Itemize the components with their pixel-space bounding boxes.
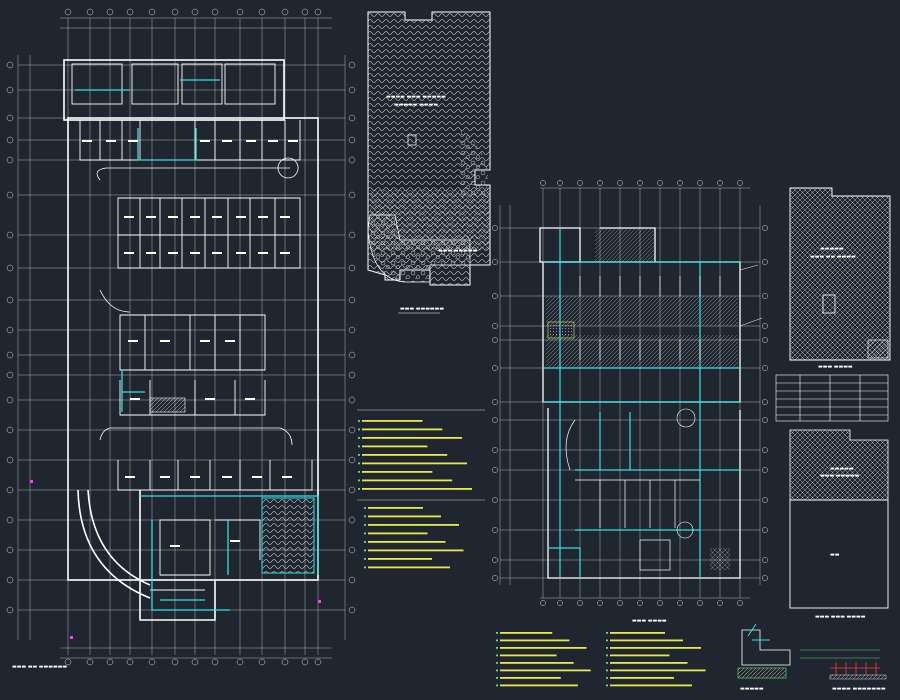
site-plan-middle: ▬▬▬▬ ▬▬▬ ▬▬▬▬▬ ▬▬▬▬▬ ▬▬▬▬ ▬▬▬ ▬▬▬▬▬ ▬▬▬ … <box>367 11 491 314</box>
site-plan-title: ▬▬▬ ▬▬▬▬▬▬ <box>400 306 444 312</box>
floor-plan-right: ▬▬▬ ▬▬▬▬ <box>492 180 768 624</box>
plan-title-left: ▬▬▬ ▬▬ ▬▬▬▬▬▬ <box>12 664 67 670</box>
detail-drawing-bottom-right: ▬▬▬▬ ▬▬▬▬▬▬▬ ▬▬▬▬▬ <box>737 623 887 692</box>
design-notes-center <box>357 409 485 569</box>
svg-text:▬▬▬▬▬: ▬▬▬▬▬ <box>830 466 854 472</box>
svg-text:▬▬▬ ▬▬ ▬▬▬▬: ▬▬▬ ▬▬ ▬▬▬▬ <box>810 254 856 260</box>
svg-text:▬▬▬ ▬▬▬▬▬: ▬▬▬ ▬▬▬▬▬ <box>438 248 478 254</box>
svg-text:▬▬▬▬▬ ▬▬▬▬: ▬▬▬▬▬ ▬▬▬▬ <box>394 102 438 108</box>
design-notes-bottom <box>496 632 706 687</box>
site-plan-far-right: ▬▬▬▬▬ ▬▬▬ ▬▬ ▬▬▬▬ ▬▬▬ ▬▬▬▬ ▬▬▬▬▬ ▬▬▬ ▬▬▬… <box>775 187 891 620</box>
svg-text:▬▬▬▬ ▬▬▬ ▬▬▬▬▬: ▬▬▬▬ ▬▬▬ ▬▬▬▬▬ <box>386 94 446 100</box>
plan-title-right: ▬▬▬ ▬▬▬▬ <box>632 618 667 624</box>
svg-text:▬▬: ▬▬ <box>830 552 840 558</box>
svg-text:▬▬▬▬ ▬▬▬▬▬▬▬: ▬▬▬▬ ▬▬▬▬▬▬▬ <box>832 686 886 692</box>
svg-text:▬▬▬▬▬: ▬▬▬▬▬ <box>820 246 844 252</box>
svg-text:▬▬▬▬▬: ▬▬▬▬▬ <box>740 686 764 692</box>
svg-text:▬▬▬ ▬▬▬▬▬: ▬▬▬ ▬▬▬▬▬ <box>820 473 860 479</box>
svg-text:▬▬▬ ▬▬▬▬: ▬▬▬ ▬▬▬▬ <box>818 364 853 370</box>
floor-plan-left: ▬▬▬ ▬▬ ▬▬▬▬▬▬ <box>6 8 356 670</box>
svg-text:▬▬▬ ▬▬▬ ▬▬▬▬: ▬▬▬ ▬▬▬ ▬▬▬▬ <box>815 614 866 620</box>
schedule-table <box>775 374 889 422</box>
